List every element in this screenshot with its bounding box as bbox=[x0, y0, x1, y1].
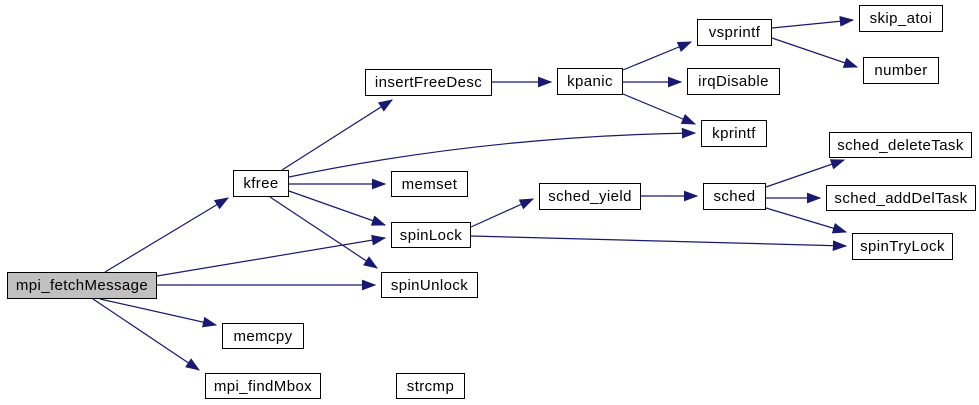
node-label: insertFreeDesc bbox=[374, 74, 483, 91]
edge-mpi_fetchMessage-to-mpi_findMbox bbox=[92, 298, 200, 371]
edge-sched-to-sched_deleteTask bbox=[765, 159, 846, 188]
node-label: memset bbox=[401, 175, 458, 193]
node-label: vsprintf bbox=[708, 24, 761, 41]
node-spinTryLock[interactable]: spinTryLock bbox=[852, 233, 953, 260]
node-insertFreeDesc[interactable]: insertFreeDesc bbox=[365, 69, 492, 96]
edge-vsprintf-to-skip_atoi bbox=[771, 15, 855, 29]
node-kprintf[interactable]: kprintf bbox=[701, 120, 767, 147]
node-irqDisable[interactable]: irqDisable bbox=[687, 68, 780, 95]
node-label: sched_yield bbox=[548, 188, 632, 205]
node-label: mpi_findMbox bbox=[213, 377, 313, 395]
node-memset[interactable]: memset bbox=[391, 171, 468, 197]
edge-kpanic-to-kprintf bbox=[622, 93, 697, 125]
node-sched[interactable]: sched bbox=[703, 183, 766, 210]
node-label: spinUnlock bbox=[390, 276, 469, 294]
edge-kfree-to-insertFreeDesc bbox=[281, 99, 394, 171]
node-label: irqDisable bbox=[698, 73, 769, 90]
node-label: spinTryLock bbox=[860, 238, 945, 255]
edge-vsprintf-to-number bbox=[771, 37, 859, 68]
edge-mpi_fetchMessage-to-spinLock bbox=[156, 234, 387, 277]
node-sched_addDelTask[interactable]: sched_addDelTask bbox=[826, 185, 976, 211]
node-spinLock[interactable]: spinLock bbox=[391, 222, 471, 248]
node-label: kprintf bbox=[712, 125, 756, 142]
node-kpanic[interactable]: kpanic bbox=[557, 68, 623, 95]
node-sched_deleteTask[interactable]: sched_deleteTask bbox=[829, 132, 972, 158]
node-label: strcmp bbox=[406, 377, 455, 395]
node-label: sched_addDelTask bbox=[834, 189, 968, 207]
edge-spinLock-to-sched_yield bbox=[470, 198, 535, 228]
node-strcmp[interactable]: strcmp bbox=[396, 373, 465, 399]
node-mpi_findMbox[interactable]: mpi_findMbox bbox=[205, 373, 321, 399]
node-mpi_fetchMessage[interactable]: mpi_fetchMessage bbox=[7, 272, 157, 299]
node-label: number bbox=[874, 62, 928, 79]
node-label: kpanic bbox=[567, 73, 613, 90]
node-label: kfree bbox=[243, 175, 279, 192]
edge-kpanic-to-vsprintf bbox=[622, 41, 693, 71]
edge-mpi_fetchMessage-to-kfree bbox=[104, 197, 230, 273]
node-skip_atoi[interactable]: skip_atoi bbox=[859, 5, 943, 32]
node-memcpy[interactable]: memcpy bbox=[222, 323, 304, 349]
edge-mpi_fetchMessage-to-memcpy bbox=[99, 298, 218, 328]
edge-sched-to-spinTryLock bbox=[765, 207, 848, 234]
node-sched_yield[interactable]: sched_yield bbox=[539, 183, 641, 210]
node-label: sched bbox=[713, 188, 756, 205]
node-label: spinLock bbox=[399, 226, 463, 244]
edge-kfree-to-spinLock bbox=[288, 190, 387, 226]
node-spinUnlock[interactable]: spinUnlock bbox=[381, 272, 478, 298]
node-vsprintf[interactable]: vsprintf bbox=[697, 19, 772, 46]
edge-spinLock-to-spinTryLock bbox=[470, 235, 848, 252]
edge-kfree-to-kprintf bbox=[288, 127, 697, 178]
node-label: skip_atoi bbox=[869, 10, 933, 27]
node-label: mpi_fetchMessage bbox=[15, 277, 149, 294]
node-label: sched_deleteTask bbox=[837, 136, 964, 154]
node-label: memcpy bbox=[233, 327, 293, 345]
edge-kfree-to-spinUnlock bbox=[269, 196, 378, 269]
node-kfree[interactable]: kfree bbox=[233, 170, 289, 197]
node-number[interactable]: number bbox=[863, 57, 939, 84]
